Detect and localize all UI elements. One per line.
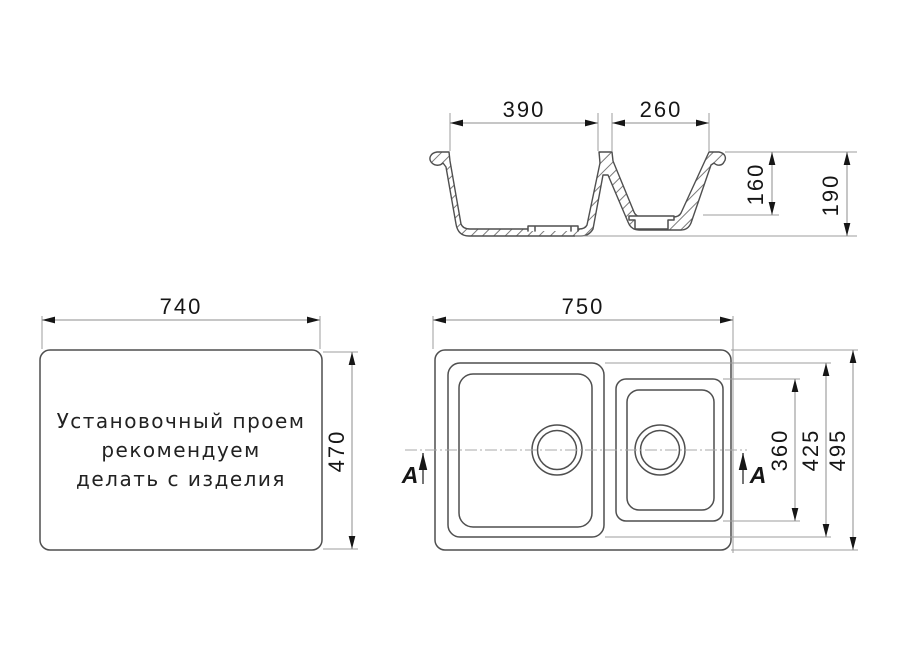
small-bowl-drain-section bbox=[628, 215, 675, 230]
cutout-note-line2: рекомендуем bbox=[101, 438, 260, 462]
dim-495-label: 495 bbox=[825, 429, 850, 472]
cutout-note-line1: Установочный проем bbox=[57, 409, 306, 433]
section-letter-left: A bbox=[401, 462, 419, 488]
dim-190-label: 190 bbox=[818, 174, 843, 217]
dim-750-label: 750 bbox=[562, 294, 605, 319]
dim-260-label: 260 bbox=[640, 97, 683, 122]
dim-425-label: 425 bbox=[798, 429, 823, 472]
plan-view: A A 750 360 425 495 bbox=[401, 294, 858, 553]
section-view: 390 260 160 190 bbox=[429, 97, 857, 237]
large-bowl-drain-section bbox=[527, 225, 579, 232]
dim-470-label: 470 bbox=[324, 430, 349, 473]
cutout-rectangle bbox=[39, 349, 323, 551]
dim-360-label: 360 bbox=[767, 429, 792, 472]
sink-cross-section-body bbox=[429, 151, 727, 237]
dim-160-label: 160 bbox=[743, 163, 768, 206]
installation-cutout-view: Установочный проем рекомендуем делать с … bbox=[39, 294, 358, 551]
dim-740-label: 740 bbox=[160, 294, 203, 319]
dim-390-label: 390 bbox=[503, 97, 546, 122]
cutout-note-line3: делать с изделия bbox=[76, 467, 286, 491]
section-letter-right: A bbox=[749, 462, 767, 488]
